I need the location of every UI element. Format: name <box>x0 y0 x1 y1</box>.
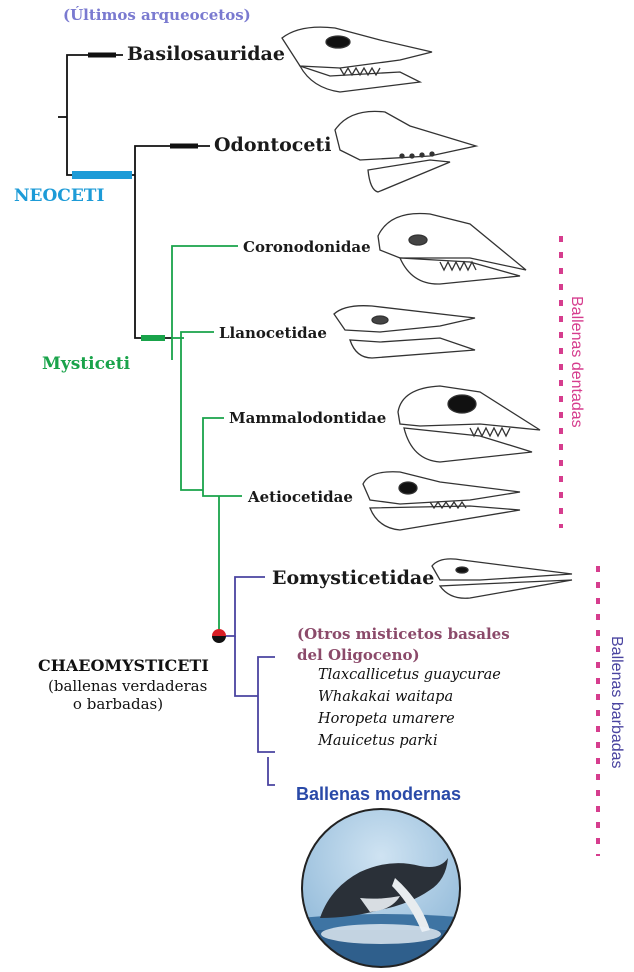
taxon-basilosauridae: Basilosauridae <box>127 43 285 65</box>
odontoceti-bar <box>170 144 198 149</box>
basal-note-line1: (Otros misticetos basales <box>297 624 510 645</box>
species-item: Tlaxcallicetus guaycurae <box>318 664 501 686</box>
taxon-eomysticetidae: Eomysticetidae <box>272 567 434 589</box>
neoceti-bar <box>72 171 132 179</box>
species-list: Tlaxcallicetus guaycurae Whakakai waitap… <box>318 664 501 752</box>
mammalodon-skull-icon <box>398 386 540 462</box>
group-chaeomysticeti: CHAEOMYSTICETI <box>38 656 209 675</box>
basal-note-line2: del Oligoceno) <box>297 645 510 666</box>
coronodon-skull-icon <box>378 213 526 284</box>
basilosauridae-bar <box>88 53 116 58</box>
basilosaurid-skull-icon <box>282 27 432 92</box>
modern-whales-label: Ballenas modernas <box>296 784 461 805</box>
taxon-coronodonidae: Coronodonidae <box>243 238 371 256</box>
taxon-aetiocetidae: Aetiocetidae <box>248 488 353 506</box>
species-item: Whakakai waitapa <box>318 686 501 708</box>
last-archaeocetes-note: (Últimos arqueocetos) <box>63 6 251 24</box>
toothed-whales-label: Ballenas dentadas <box>567 296 585 428</box>
taxon-llanocetidae: Llanocetidae <box>219 324 327 342</box>
species-item: Mauicetus parki <box>318 730 501 752</box>
taxon-mammalodontidae: Mammalodontidae <box>229 409 386 427</box>
chaeomysticeti-branches <box>219 577 275 785</box>
baleen-whales-label: Ballenas barbadas <box>607 636 625 769</box>
aetiocetus-skull-icon <box>363 472 520 530</box>
chaeomysticeti-node <box>212 629 226 643</box>
chaeo-sub-line1: (ballenas verdaderas <box>48 677 188 695</box>
chaeomysticeti-subtitle: (ballenas verdaderas o barbadas) <box>48 677 188 713</box>
mysticeti-branches <box>172 246 242 636</box>
odontocete-skull-icon <box>335 111 476 192</box>
taxon-odontoceti: Odontoceti <box>214 134 331 156</box>
humpback-whale-breach-photo <box>300 809 470 972</box>
mysticeti-bar <box>141 335 165 341</box>
llanocetus-skull-icon <box>334 306 475 358</box>
chaeo-sub-line2: o barbadas) <box>48 695 188 713</box>
species-item: Horopeta umarere <box>318 708 501 730</box>
group-mysticeti: Mysticeti <box>42 354 130 374</box>
group-neoceti: NEOCETI <box>14 186 104 206</box>
basal-mysticetes-note: (Otros misticetos basales del Oligoceno) <box>297 624 510 666</box>
eomysticetus-skull-icon <box>432 559 572 598</box>
